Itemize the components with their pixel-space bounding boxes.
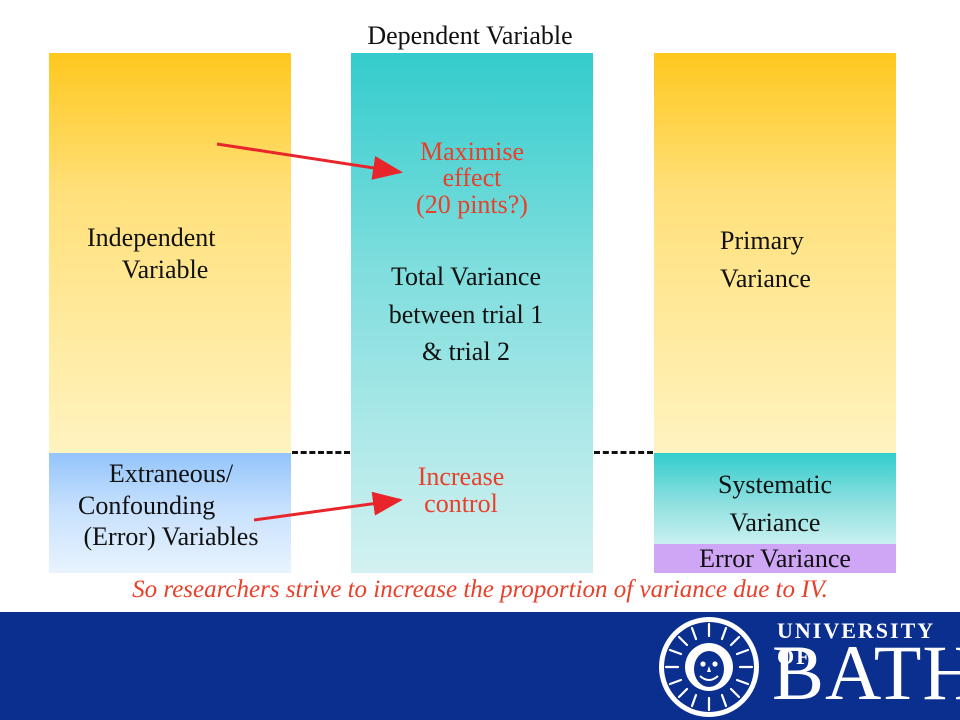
maximise-line1: Maximise — [420, 137, 524, 166]
systematic-label-line1: Systematic — [717, 470, 833, 499]
total-variance-line2: between trial 1 — [388, 299, 544, 329]
independent-label-line1: Independent — [87, 223, 216, 252]
university-name-line1: UNIVERSITY OF — [777, 618, 935, 669]
extraneous-label-line2: Confounding — [78, 490, 216, 520]
independent-variable-label: Independent Variable — [49, 222, 281, 285]
error-variance-label: Error Variance — [699, 544, 851, 573]
systematic-variance-label: Systematic Variance — [654, 466, 896, 541]
total-variance-block — [351, 53, 593, 573]
extraneous-label-line3: (Error) Variables — [83, 522, 259, 552]
diagram-title: Dependent Variable — [367, 21, 573, 50]
increase-line1: Increase — [417, 462, 505, 491]
total-variance-line3: & trial 2 — [421, 337, 511, 367]
extraneous-label-line1: Extraneous/ — [108, 459, 234, 488]
error-variance-block — [654, 544, 896, 573]
increase-line2: control — [424, 489, 498, 519]
primary-variance-label: Primary Variance — [720, 222, 840, 297]
total-variance-label: Total Variance between trial 1 & trial 2 — [351, 258, 581, 371]
dashed-connector-right — [594, 451, 653, 454]
footer-band: UNIVERSITY OF BATH — [0, 612, 960, 720]
maximise-effect-label: Maximise effect (20 pints?) — [351, 136, 593, 221]
primary-variance-block — [654, 53, 896, 453]
primary-label-line1: Primary — [720, 226, 804, 255]
extraneous-variables-label: Extraneous/ Confounding (Error) Variable… — [40, 458, 302, 553]
maximise-arrow — [216, 142, 403, 180]
primary-label-line2: Variance — [720, 263, 811, 293]
university-seal-icon — [659, 617, 759, 717]
dashed-connector-left — [292, 451, 350, 454]
maximise-line3: (20 pints?) — [416, 190, 528, 220]
maximise-line2: effect — [442, 162, 502, 192]
systematic-label-line2: Variance — [729, 507, 821, 537]
university-name-line2: BATH — [772, 629, 960, 716]
independent-label-line2: Variable — [121, 254, 209, 284]
independent-variable-block — [49, 53, 291, 453]
extraneous-variables-block — [49, 453, 291, 573]
increase-control-arrow — [253, 491, 403, 522]
total-variance-line1: Total Variance — [390, 262, 542, 291]
caption: So researchers strive to increase the pr… — [132, 576, 828, 603]
systematic-variance-block — [654, 453, 896, 544]
increase-control-label: Increase control — [351, 463, 571, 518]
